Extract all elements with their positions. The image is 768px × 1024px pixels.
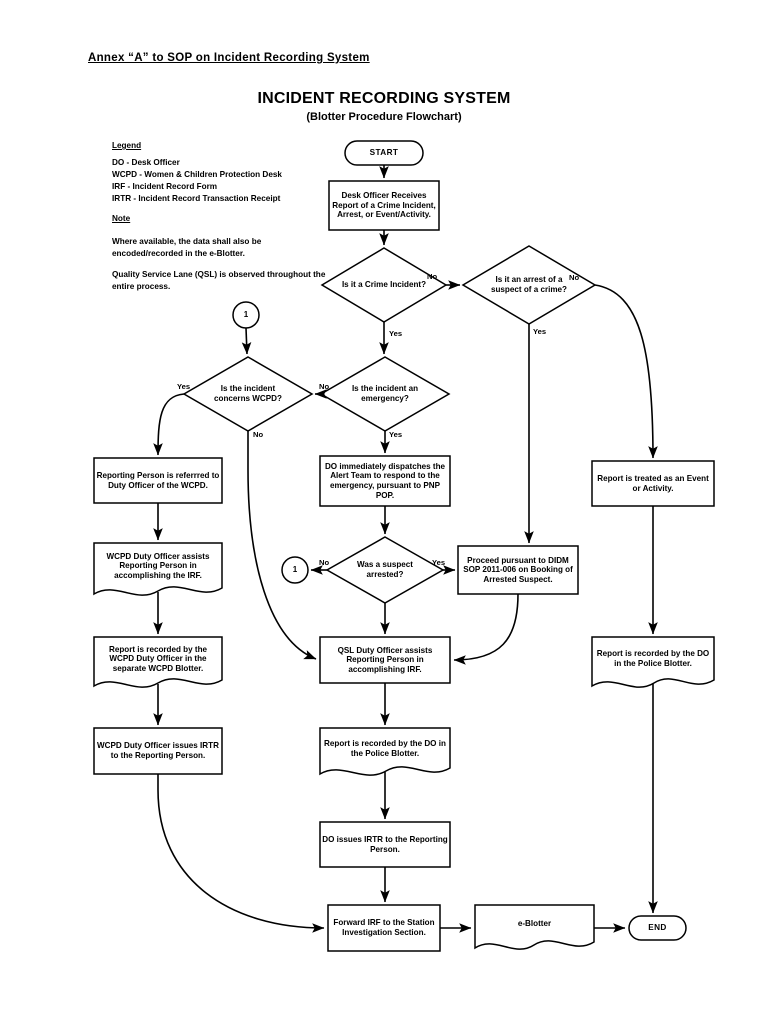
node-d-wcpd	[182, 356, 314, 432]
node-didm	[457, 545, 579, 595]
node-d-arrest	[461, 245, 597, 325]
edge-label-emerg-no: No	[319, 382, 330, 391]
edge-dwcpd-qsl	[247, 431, 317, 660]
edge-label-suspect-yes: Yes	[432, 558, 446, 567]
legend-entry: IRTR - Incident Record Transaction Recei…	[112, 193, 281, 203]
edge-label-crime-no: No	[427, 272, 438, 281]
node-qsl	[319, 636, 451, 684]
legend-entry: DO - Desk Officer	[112, 157, 180, 167]
node-eblotter	[474, 904, 595, 950]
node-event	[591, 460, 715, 507]
edge-didm-qsl	[453, 593, 519, 665]
edge-darrest-event	[594, 284, 658, 459]
page-subtitle: (Blotter Procedure Flowchart)	[306, 111, 462, 123]
note-text: Where available, the data shall also be …	[112, 237, 262, 259]
edge-label-wcpd-no: No	[253, 430, 264, 439]
node-wcpd-irf	[93, 542, 223, 596]
node-d-emerg	[319, 356, 451, 432]
node-wcpd-irtr	[93, 727, 223, 775]
edge-label-wcpd-yes: Yes	[177, 382, 191, 391]
legend: Legend DO - Desk Officer WCPD - Women & …	[112, 140, 327, 302]
edge-label-crime-yes: Yes	[389, 329, 403, 338]
node-d-crime	[320, 247, 448, 323]
node-blotter-right	[591, 636, 715, 688]
node-wcpd-blotter	[93, 636, 223, 688]
legend-entries: DO - Desk Officer WCPD - Women & Childre…	[112, 157, 327, 205]
legend-entry: WCPD - Women & Children Protection Desk	[112, 169, 282, 179]
node-connector-1-mid	[281, 556, 309, 584]
node-receive	[328, 180, 440, 231]
note-heading: Note	[112, 214, 131, 224]
node-do-irtr	[319, 821, 451, 868]
node-d-suspect	[325, 536, 445, 604]
node-end	[628, 915, 687, 941]
edge-label-emerg-yes: Yes	[389, 430, 403, 439]
edge-label-suspect-no: No	[319, 558, 330, 567]
node-blotter-center	[319, 727, 451, 776]
legend-heading: Legend	[112, 141, 142, 150]
node-forward	[327, 904, 441, 952]
node-connector-1-top	[232, 301, 260, 329]
edge-label-arrest-no: No	[569, 273, 580, 282]
legend-entry: IRF - Incident Record Form	[112, 181, 218, 191]
note-text: Quality Service Lane (QSL) is observed t…	[112, 270, 326, 292]
edge-dwcpd-refer	[153, 393, 185, 456]
node-dispatch	[319, 455, 451, 507]
node-refer	[93, 457, 223, 504]
edge-wcpdirtr-forward	[157, 774, 325, 933]
edge-label-arrest-yes: Yes	[533, 327, 547, 336]
edge-conn1-dwcpd	[241, 327, 252, 355]
page-title: INCIDENT RECORDING SYSTEM	[257, 90, 511, 107]
node-start	[344, 140, 424, 166]
annex-header: Annex “A” to SOP on Incident Recording S…	[88, 52, 370, 64]
